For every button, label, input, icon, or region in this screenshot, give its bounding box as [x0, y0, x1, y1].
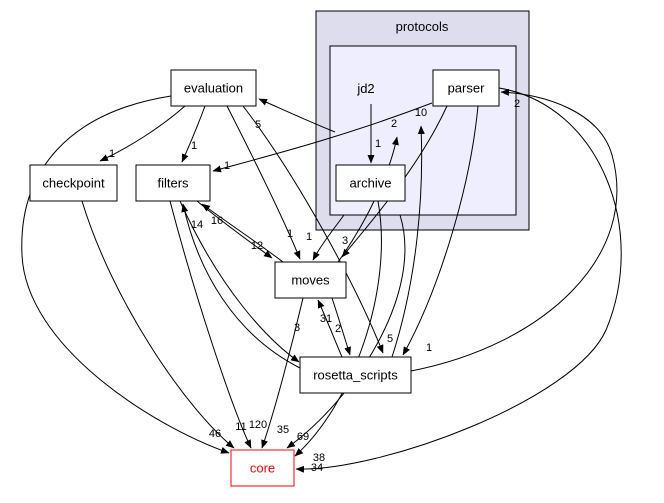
node-archive[interactable]: archive — [335, 164, 406, 202]
node-filters-box[interactable] — [135, 164, 211, 202]
node-moves[interactable]: moves — [274, 261, 347, 299]
edge-moves-to-core — [261, 297, 304, 449]
edge-label-archive-to-core: 38 — [313, 452, 325, 464]
node-evaluation[interactable]: evaluation — [170, 69, 257, 107]
node-evaluation-label: evaluation — [184, 81, 243, 96]
edge-filters-to-rosetta_scripts — [179, 200, 300, 363]
node-parser-box[interactable] — [432, 69, 500, 107]
edge-moves-to-rosetta_scripts — [331, 297, 351, 356]
node-core-label: core — [250, 461, 275, 476]
edge-label-parser-to-rosetta_scripts: 1 — [426, 342, 432, 354]
edge-label-checkpoint-to-core: 11 — [235, 421, 246, 433]
edge-label-evaluation-to-rosetta_scripts: 5 — [387, 333, 393, 345]
node-checkpoint-box[interactable] — [29, 164, 118, 202]
edge-label-jd2-to-moves: 1 — [306, 231, 312, 243]
edge-label-jd2-to-archive: 1 — [375, 138, 381, 150]
node-parser-label: parser — [448, 81, 486, 96]
node-archive-box[interactable] — [335, 164, 406, 202]
cluster-protocols-label: protocols — [396, 19, 449, 34]
edge-label-filters-to-rosetta_scripts: 3 — [294, 322, 300, 334]
edge-archive-to-core — [294, 200, 382, 457]
edge-label-filters-to-core: 120 — [249, 419, 267, 431]
edge-rosetta_scripts-to-jd2 — [391, 125, 425, 358]
edge-label-evaluation-to-core: 46 — [209, 428, 221, 440]
node-checkpoint[interactable]: checkpoint — [29, 164, 118, 202]
edge-rosetta_scripts-to-parser — [410, 88, 618, 372]
edge-evaluation-to-core — [21, 95, 230, 454]
cluster-jd2-label: jd2 — [356, 81, 374, 96]
edge-label-parser-to-moves: 3 — [342, 235, 348, 247]
edge-jd2-to-evaluation — [258, 98, 336, 133]
edge-label-evaluation-to-filters: 1 — [191, 140, 197, 152]
edge-evaluation-to-rosetta_scripts — [242, 105, 384, 354]
node-evaluation-box[interactable] — [170, 69, 257, 107]
nodes-layer: evaluation parser checkpoint filters archive… — [29, 69, 500, 487]
edge-rosetta_scripts-to-filters — [181, 203, 301, 369]
node-archive-label: archive — [350, 176, 392, 191]
node-filters[interactable]: filters — [135, 164, 211, 202]
edge-parser-to-filters — [212, 102, 433, 173]
node-core-box[interactable] — [230, 449, 295, 487]
node-moves-box[interactable] — [274, 261, 347, 299]
node-rosetta_scripts-box[interactable] — [299, 356, 412, 394]
edge-rosetta_scripts-to-moves — [317, 299, 343, 358]
edge-label-jd2-to-evaluation: 5 — [255, 119, 261, 131]
edge-evaluation-to-filters — [181, 105, 206, 163]
edge-label-rosetta_scripts-to-moves: 31 — [320, 313, 332, 325]
edge-filters-to-core — [169, 200, 252, 449]
node-parser[interactable]: parser — [432, 69, 500, 107]
edge-label-parser-to-filters: 1 — [224, 160, 230, 172]
node-core[interactable]: core — [230, 449, 295, 487]
edge-label-moves-to-filters: 16 — [211, 215, 223, 227]
edge-label-filters-to-moves: 12 — [251, 240, 263, 252]
node-moves-label: moves — [291, 273, 330, 288]
node-filters-label: filters — [157, 176, 189, 191]
edge-label-moves-to-core: 35 — [277, 424, 289, 436]
edge-label-rosetta_scripts-to-jd2: 10 — [415, 107, 427, 119]
edge-evaluation-to-checkpoint — [99, 105, 186, 162]
node-rosetta_scripts[interactable]: rosetta_scripts — [299, 356, 412, 394]
edge-label-evaluation-to-moves: 1 — [287, 228, 293, 240]
edge-label-evaluation-to-checkpoint: 1 — [109, 148, 115, 160]
edge-label-moves-to-rosetta_scripts: 2 — [335, 323, 341, 335]
edge-label-rosetta_scripts-to-filters: 14 — [191, 219, 203, 231]
edge-label-jd2-to-core: 69 — [297, 431, 309, 443]
edge-parser-to-rosetta_scripts — [402, 105, 479, 356]
edge-evaluation-to-moves — [226, 105, 301, 260]
edge-moves-to-filters — [201, 203, 284, 263]
edge-label-parser-to-core: 34 — [311, 462, 323, 474]
edge-parser-to-core — [295, 87, 622, 473]
edge-label-rosetta_scripts-to-parser: 2 — [514, 98, 520, 110]
edge-checkpoint-to-core — [81, 200, 235, 449]
node-checkpoint-label: checkpoint — [42, 176, 105, 191]
edge-label-moves-to-jd2: 2 — [391, 118, 397, 130]
node-rosetta_scripts-label: rosetta_scripts — [313, 368, 398, 383]
